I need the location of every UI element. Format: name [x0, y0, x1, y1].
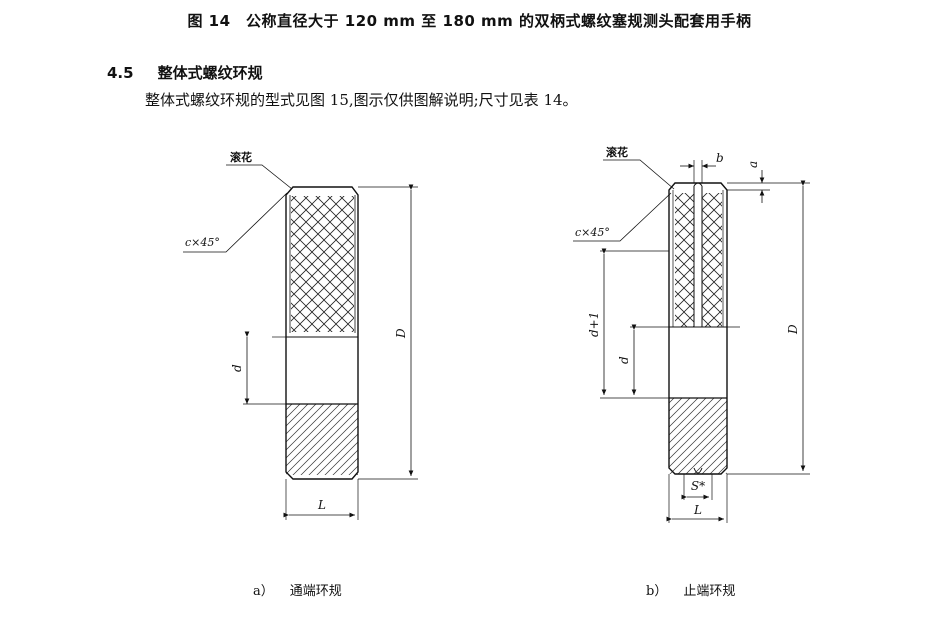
section-heading-text: 整体式螺纹环规 — [157, 64, 263, 82]
caption-b-text: 止端环规 — [683, 584, 736, 599]
drawing-b-knurl-left — [675, 193, 694, 327]
drawing-b-dim-S: S* — [691, 479, 705, 493]
drawing-a-dim-D: D — [394, 328, 408, 339]
section-heading: 4.5 整体式螺纹环规 — [107, 62, 263, 83]
drawing-b-knurl-right — [702, 193, 722, 327]
caption-a-text: 通端环规 — [289, 584, 342, 599]
drawing-b-outline — [668, 182, 728, 475]
figure-14-title: 图 14 公称直径大于 120 mm 至 180 mm 的双柄式螺纹塞规测头配套… — [187, 12, 752, 30]
drawing-a-dim-d: d — [230, 364, 244, 372]
drawing-b-dim-d1: d+1 — [587, 312, 601, 337]
drawing-b-dim-a: a — [746, 161, 760, 168]
caption-a-tag: a） — [253, 584, 274, 599]
section-body-text: 整体式螺纹环规的型式见图 15,图示仅供图解说明;尺寸见表 14。 — [145, 91, 578, 109]
drawing-b-nogo-ring-gauge — [573, 159, 810, 523]
drawing-a-outline — [285, 186, 359, 480]
drawing-b-knurl-label: 滚花 — [606, 145, 628, 159]
caption-b-tag: b） — [646, 584, 668, 599]
caption-a: a） 通端环规 — [253, 580, 342, 599]
drawing-a-go-ring-gauge — [183, 164, 418, 520]
caption-b: b） 止端环规 — [646, 580, 735, 599]
drawing-a-knurl-area — [291, 196, 354, 332]
drawing-a-knurl-label: 滚花 — [230, 150, 252, 164]
drawing-a-dim-L: L — [317, 498, 326, 512]
drawing-b-dim-D: D — [786, 324, 800, 335]
drawing-a-chamfer-label: c×45° — [185, 236, 220, 249]
drawing-b-dim-L: L — [693, 503, 702, 517]
drawing-a-section — [286, 404, 358, 475]
drawing-b-dim-d: d — [617, 356, 631, 364]
section-number: 4.5 — [107, 64, 134, 82]
drawing-b-dim-b: b — [716, 151, 724, 165]
drawing-b-chamfer-label: c×45° — [575, 226, 610, 239]
drawing-b-section — [669, 398, 727, 474]
